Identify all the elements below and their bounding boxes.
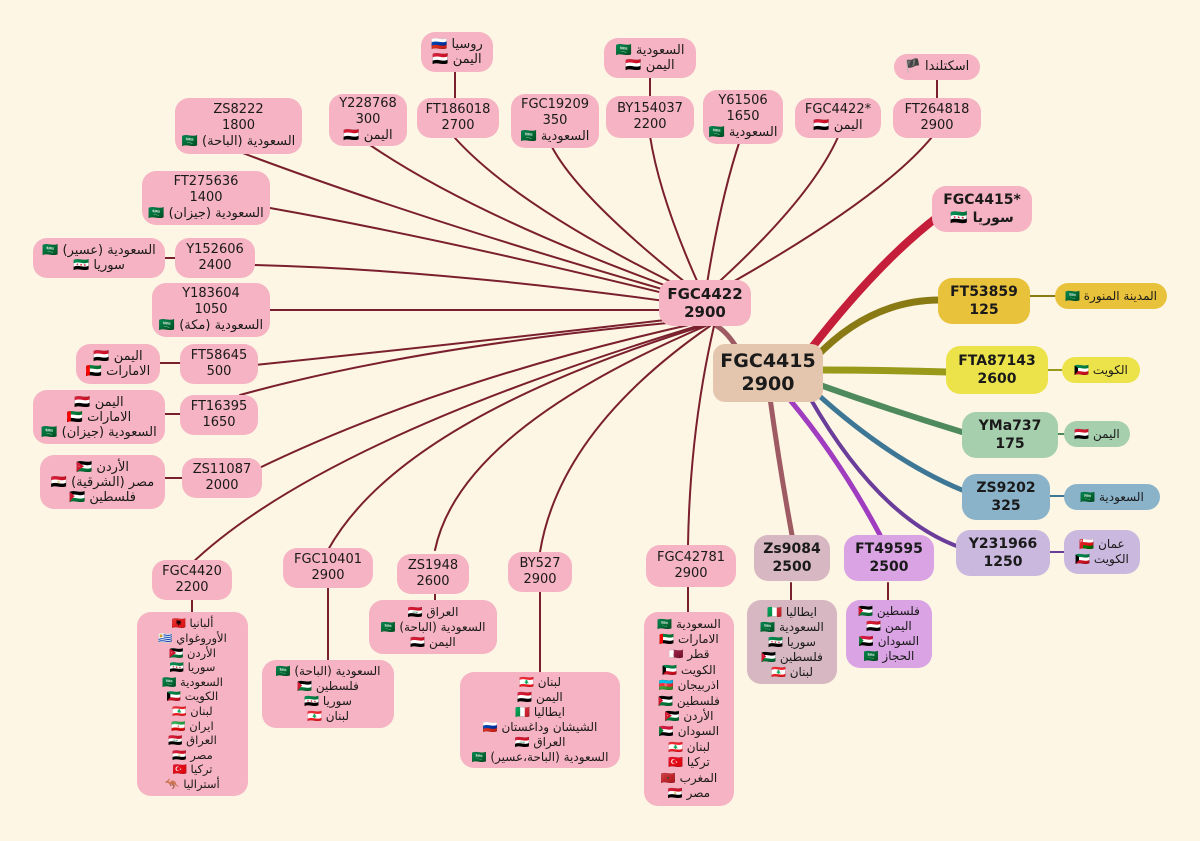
root-age: 2900 [741, 373, 795, 395]
fgc10401-node: FGC10401 2900 [283, 548, 373, 588]
ft49595-id: FT49595 [855, 541, 923, 557]
zs9202-region: السعودية 🇸🇦 [1064, 484, 1160, 510]
edge-root-fta87143 [816, 366, 952, 376]
y231966-id: Y231966 [968, 536, 1038, 552]
fgc4415-star-node: FGC4415* سوريا 🇸🇾 [932, 186, 1032, 232]
yma737-id: YMa737 [978, 418, 1042, 434]
zs1948-node: ZS1948 2600 [397, 554, 469, 594]
y231966-region: عمان 🇴🇲 الكويت 🇰🇼 [1064, 530, 1140, 574]
ft53859-age: 125 [969, 302, 999, 318]
yma737-region: اليمن 🇾🇪 [1064, 421, 1130, 447]
hub-id: FGC4422 [667, 285, 743, 303]
by527-node: BY527 2900 [508, 552, 572, 592]
y231966-node: Y231966 1250 [956, 530, 1050, 576]
edge-hub-y152606 [254, 264, 701, 307]
edge-hub-fgc42781 [687, 325, 715, 546]
edge-hub-by154037 [649, 135, 703, 293]
fta87143-node: FTA87143 2600 [946, 346, 1048, 394]
yma737-node: YMa737 175 [962, 412, 1058, 458]
ft53859-region: المدينة المنورة 🇸🇦 [1055, 283, 1167, 309]
ft16395-side: اليمن 🇾🇪 الامارات 🇦🇪 السعودية (جيزان) 🇸🇦 [33, 390, 165, 444]
y152606-side: السعودية (عسير) 🇸🇦 سوريا 🇸🇾 [33, 238, 165, 278]
edge-root-zs9202 [812, 389, 965, 493]
zs11087-node: ZS11087 2000 [182, 458, 262, 498]
fgc19209-node: FGC19209 350 السعودية 🇸🇦 [511, 94, 599, 148]
edge-hub-by527 [539, 325, 711, 553]
edge-root-yma737 [817, 382, 965, 435]
edge-hub-y61506 [705, 139, 741, 291]
by527-countries: لبنان 🇱🇧 اليمن 🇾🇪 ايطاليا 🇮🇹 الشيشان ودا… [460, 672, 620, 768]
fgc42781-node: FGC42781 2900 [646, 545, 736, 587]
y183604-node: Y183604 1050 السعودية (مكة) 🇸🇦 [152, 283, 270, 337]
zs11087-side: الأردن 🇯🇴 مصر (الشرقية) 🇪🇬 فلسطين 🇵🇸 [40, 455, 165, 509]
zs9084-age: 2500 [772, 559, 812, 575]
edge-hub-fgc4420 [189, 323, 705, 566]
by154037-above: السعودية 🇸🇦 اليمن 🇾🇪 [604, 38, 696, 78]
edge-hub-ft58645 [254, 315, 701, 366]
fgc4422-star-node: FGC4422* اليمن 🇾🇪 [795, 98, 881, 138]
y231966-age: 1250 [983, 554, 1023, 570]
fgc4415-star-id: FGC4415* [943, 192, 1021, 208]
zs1948-countries: العراق 🇮🇶 السعودية (الباحة) 🇸🇦 اليمن 🇾🇪 [369, 600, 497, 654]
edge-root-ft49595 [787, 397, 883, 538]
root-node: FGC4415 2900 [713, 344, 823, 402]
ft264818-above: اسكتلندا 🏴 [894, 54, 980, 80]
edge-hub-y228768 [369, 144, 701, 299]
yma737-age: 175 [995, 436, 1025, 452]
fta87143-id: FTA87143 [958, 353, 1036, 369]
fgc42781-countries: السعودية 🇸🇦 الامارات 🇦🇪 قطر 🇶🇦 الكويت 🇰🇼… [644, 612, 734, 806]
ft53859-id: FT53859 [950, 284, 1018, 300]
fgc4415-star-country: سوريا 🇸🇾 [950, 210, 1014, 226]
edge-hub-ft264818 [714, 136, 933, 293]
edge-hub-zs11087 [254, 321, 703, 471]
edge-hub-fgc4422star [709, 136, 839, 291]
zs9202-id: ZS9202 [976, 480, 1036, 496]
by154037-node: BY154037 2200 [606, 96, 694, 138]
edge-root-ft53859 [811, 296, 944, 362]
ft186018-node: FT186018 2700 [417, 98, 499, 138]
fgc4420-countries: ألبانيا 🇦🇱 الأوروغواي 🇺🇾 الأردن 🇯🇴 سوريا… [137, 612, 248, 796]
edge-hub-ft275636 [269, 207, 701, 303]
ft58645-node: FT58645 500 [180, 344, 258, 384]
edge-hub-zs1948 [434, 324, 709, 551]
edge-root-y231966 [808, 396, 964, 550]
ft49595-node: FT49595 2500 [844, 535, 934, 581]
ft49595-countries: فلسطين 🇵🇸 اليمن 🇾🇪 السودان 🇸🇩 الحجاز 🇸🇦 [846, 600, 932, 668]
hub-node: FGC4422 2900 [659, 280, 751, 326]
y228768-node: Y228768 300 اليمن 🇾🇪 [329, 94, 407, 146]
edge-hub-fgc10401 [327, 324, 707, 551]
edge-root-zs9084 [767, 395, 795, 538]
edge-hub-ft16395 [239, 319, 701, 396]
edge-root-hub [712, 322, 738, 348]
ft16395-node: FT16395 1650 [180, 395, 258, 435]
zs8222-node: ZS8222 1800 السعودية (الباحة) 🇸🇦 [175, 98, 302, 154]
ft49595-age: 2500 [869, 559, 909, 575]
hub-age: 2900 [684, 303, 726, 321]
zs9202-node: ZS9202 325 [962, 474, 1050, 520]
zs9084-node: Zs9084 2500 [754, 535, 830, 581]
ft53859-node: FT53859 125 [938, 278, 1030, 324]
y152606-node: Y152606 2400 [175, 238, 255, 278]
fgc4420-node: FGC4420 2200 [152, 560, 232, 600]
zs9084-countries: ايطاليا 🇮🇹 السعودية 🇸🇦 سوريا 🇸🇾 فلسطين 🇵… [747, 600, 837, 684]
ft275636-node: FT275636 1400 السعودية (جيزان) 🇸🇦 [142, 171, 270, 225]
edge-hub-zs8222 [239, 151, 701, 301]
ft58645-side: اليمن 🇾🇪 الامارات 🇦🇪 [76, 344, 160, 384]
zs9202-age: 325 [991, 498, 1021, 514]
fta87143-region: الكويت 🇰🇼 [1062, 357, 1140, 383]
fta87143-age: 2600 [977, 371, 1017, 387]
edge-hub-fgc19209 [551, 146, 701, 295]
ft186018-above: روسيا 🇷🇺 اليمن 🇾🇪 [421, 32, 493, 72]
ft264818-node: FT264818 2900 [893, 98, 981, 138]
fgc10401-countries: السعودية (الباحة) 🇸🇦 فلسطين 🇵🇸 سوريا 🇸🇾 … [262, 660, 394, 728]
edge-hub-ft186018 [454, 137, 701, 297]
root-id: FGC4415 [720, 350, 816, 372]
zs9084-id: Zs9084 [763, 541, 821, 557]
y61506-node: Y61506 1650 السعودية 🇸🇦 [703, 90, 783, 144]
edge-root-fgc4415star [806, 211, 944, 354]
